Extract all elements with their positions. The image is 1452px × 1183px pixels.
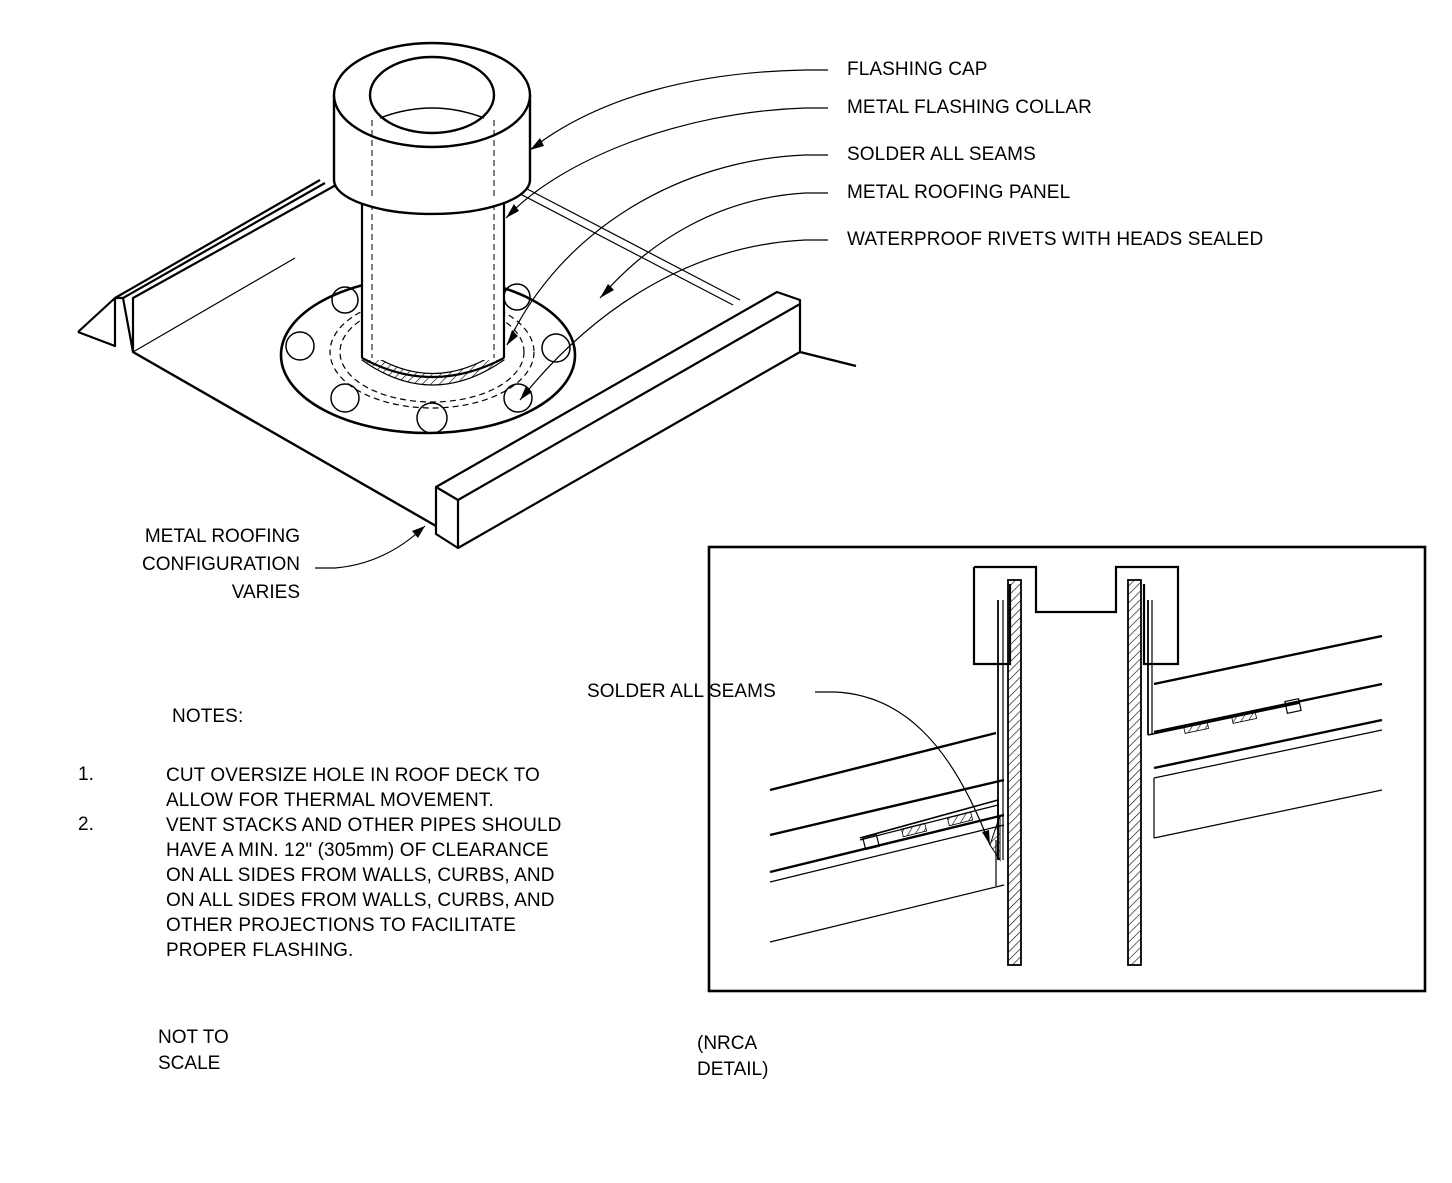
note-text: VENT STACKS AND OTHER PIPES SHOULD HAVE … bbox=[166, 813, 561, 963]
note-line: CUT OVERSIZE HOLE IN ROOF DECK TO bbox=[166, 765, 540, 786]
config-label-line: VARIES bbox=[231, 582, 300, 603]
detail-leader-line bbox=[815, 691, 991, 846]
callout-flashing-cap: FLASHING CAP bbox=[847, 59, 988, 80]
detail-callout-solder: SOLDER ALL SEAMS bbox=[587, 681, 776, 702]
callout-solder-all-seams: SOLDER ALL SEAMS bbox=[847, 144, 1036, 165]
note-line: VENT STACKS AND OTHER PIPES SHOULD bbox=[166, 815, 562, 836]
scale-label-line: NOT TO bbox=[158, 1027, 229, 1048]
note-line: ALLOW FOR THERMAL MOVEMENT. bbox=[166, 790, 494, 811]
collar-pipe bbox=[360, 124, 506, 378]
right-standing-seam bbox=[434, 290, 857, 550]
source-label: (NRCA DETAIL) bbox=[697, 1031, 768, 1083]
callout-metal-roofing-panel: METAL ROOFING PANEL bbox=[847, 182, 1071, 203]
config-label-line: METAL ROOFING bbox=[144, 526, 300, 547]
note-line: PROPER FLASHING. bbox=[166, 940, 354, 961]
flashing-cap bbox=[332, 41, 532, 216]
note-text: CUT OVERSIZE HOLE IN ROOF DECK TO ALLOW … bbox=[166, 763, 540, 813]
config-label: METAL ROOFING CONFIGURATION VARIES bbox=[100, 523, 300, 607]
callout-metal-flashing-collar: METAL FLASHING COLLAR bbox=[847, 97, 1092, 118]
scale-label-line: SCALE bbox=[158, 1053, 221, 1074]
note-line: ON ALL SIDES FROM WALLS, CURBS, AND bbox=[166, 890, 555, 911]
leader-arrowheads bbox=[412, 138, 614, 538]
notes-heading: NOTES: bbox=[172, 706, 244, 727]
callout-waterproof-rivets: WATERPROOF RIVETS WITH HEADS SEALED bbox=[847, 229, 1264, 250]
source-label-line: DETAIL) bbox=[697, 1059, 769, 1080]
section-detail bbox=[707, 545, 1427, 993]
note-line: OTHER PROJECTIONS TO FACILITATE bbox=[166, 915, 517, 936]
note-number: 2. bbox=[78, 814, 95, 835]
panel-surface bbox=[132, 179, 741, 528]
note-number: 1. bbox=[78, 764, 95, 785]
detail-border bbox=[707, 545, 1427, 993]
note-line: HAVE A MIN. 12" (305mm) OF CLEARANCE bbox=[166, 840, 549, 861]
scale-label: NOT TO SCALE bbox=[158, 1025, 229, 1077]
note-line: ON ALL SIDES FROM WALLS, CURBS, AND bbox=[166, 865, 555, 886]
config-label-line: CONFIGURATION bbox=[142, 554, 300, 575]
source-label-line: (NRCA bbox=[697, 1033, 758, 1054]
isometric-view bbox=[77, 41, 857, 569]
